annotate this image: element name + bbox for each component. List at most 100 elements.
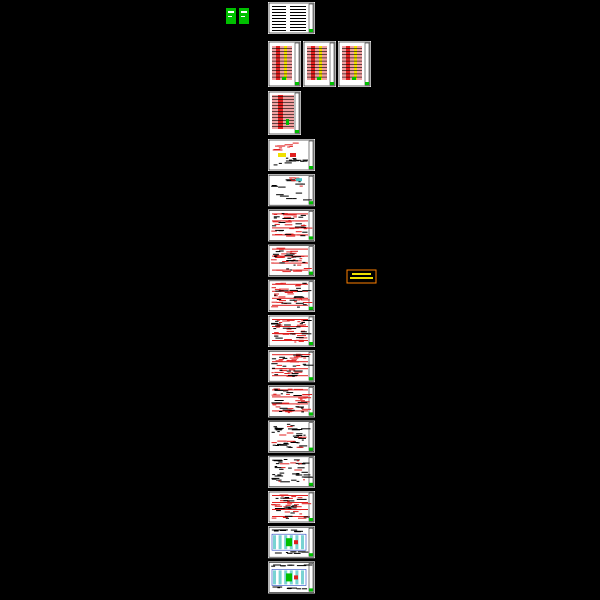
annotation-mark	[271, 358, 277, 360]
detail-mark	[287, 412, 290, 414]
floor-line	[342, 67, 362, 68]
detail-mark	[276, 364, 282, 366]
elevation-sheet-3[interactable]	[338, 41, 371, 87]
detail-mark	[303, 268, 312, 269]
detail-sheet-1[interactable]	[268, 139, 315, 171]
detail-mark	[301, 401, 310, 403]
title-block-stamp	[309, 412, 313, 416]
detail-mark	[297, 335, 306, 337]
plan-sheet-2[interactable]	[268, 561, 315, 594]
detail-mark	[299, 185, 303, 187]
detail-mark	[283, 506, 288, 508]
detail-mark	[297, 436, 307, 438]
detail-mark	[296, 324, 305, 326]
detail-mark	[287, 508, 292, 510]
detail-mark	[292, 142, 299, 144]
detail-mark	[271, 262, 274, 264]
detail-sheet-7[interactable]	[268, 350, 315, 383]
beam-line	[272, 227, 308, 229]
annotation-mark	[292, 365, 297, 367]
detail-mark	[302, 224, 305, 226]
plan-sheet-1[interactable]	[268, 526, 315, 559]
detail-sheet-8[interactable]	[268, 385, 315, 418]
annotation-mark	[289, 289, 298, 291]
detail-mark	[274, 332, 279, 334]
annotation-mark	[301, 463, 306, 465]
sheet-paper	[268, 350, 315, 383]
annotation-mark	[272, 225, 277, 227]
detail-mark	[286, 440, 296, 442]
annotation-mark	[284, 497, 289, 498]
thumbnail-mark	[228, 16, 232, 17]
green-thumbnail-left[interactable]	[226, 8, 236, 24]
sheet-border	[268, 526, 315, 558]
annotation-mark	[274, 335, 279, 337]
detail-mark	[281, 253, 288, 255]
floating-title-block[interactable]	[346, 269, 377, 284]
detail-sheet-5[interactable]	[268, 279, 315, 312]
annotation-mark	[297, 291, 303, 292]
annotation-mark	[300, 160, 305, 162]
annotation-mark	[301, 551, 309, 553]
annotation-mark	[286, 180, 295, 182]
detail-mark	[296, 365, 301, 366]
annotation-mark	[278, 162, 282, 164]
annotation-mark	[300, 407, 304, 409]
detail-mark	[286, 432, 294, 434]
detail-mark	[294, 371, 303, 373]
sheet-border	[268, 315, 315, 347]
detail-mark	[293, 375, 297, 377]
annotation-mark	[296, 474, 300, 476]
detail-mark	[290, 361, 299, 363]
detail-mark	[287, 388, 293, 390]
index-line	[290, 21, 306, 22]
detail-mark	[289, 178, 292, 180]
floor-line	[342, 60, 362, 62]
annotation-mark	[279, 472, 285, 474]
annotation-mark	[286, 370, 291, 372]
detail-sheet-2[interactable]	[268, 174, 315, 207]
section-sheet[interactable]	[268, 91, 301, 135]
annotation-mark	[281, 302, 292, 304]
floor-line	[342, 48, 362, 49]
annotation-mark	[285, 517, 289, 519]
section-mark	[286, 119, 289, 125]
annotation-mark	[279, 444, 288, 446]
detail-mark	[280, 368, 287, 370]
detail-mark	[276, 324, 283, 326]
index-line	[290, 9, 306, 10]
detail-mark	[279, 322, 283, 323]
green-thumbnail-right[interactable]	[239, 8, 249, 24]
label-line	[352, 273, 371, 275]
detail-sheet-11[interactable]	[268, 491, 315, 523]
floor-line	[272, 105, 294, 106]
detail-mark	[298, 517, 307, 519]
annotation-mark	[274, 255, 278, 257]
annotation-mark	[272, 444, 276, 446]
annotation-mark	[292, 198, 297, 200]
plan-room	[278, 570, 282, 585]
detail-mark	[286, 393, 290, 395]
beam-line	[272, 213, 308, 215]
detail-sheet-10[interactable]	[268, 455, 315, 488]
annotation-mark	[287, 588, 292, 590]
annotation-mark	[295, 302, 304, 304]
floor-line	[307, 73, 327, 75]
detail-mark	[276, 269, 284, 271]
floor-line	[272, 60, 292, 62]
detail-mark	[275, 256, 286, 258]
elevation-sheet-1[interactable]	[268, 41, 301, 87]
beam-line	[272, 340, 308, 341]
annotation-mark	[293, 297, 296, 299]
annotation-mark	[278, 186, 286, 188]
cover-sheet[interactable]	[268, 2, 315, 34]
elevation-sheet-2[interactable]	[303, 41, 336, 87]
annotation-mark	[290, 442, 299, 443]
title-block-stamp	[309, 236, 313, 240]
detail-sheet-3[interactable]	[268, 209, 315, 242]
detail-mark	[299, 513, 303, 515]
detail-sheet-6[interactable]	[268, 315, 315, 347]
detail-sheet-4[interactable]	[268, 244, 315, 277]
detail-sheet-9[interactable]	[268, 420, 315, 453]
